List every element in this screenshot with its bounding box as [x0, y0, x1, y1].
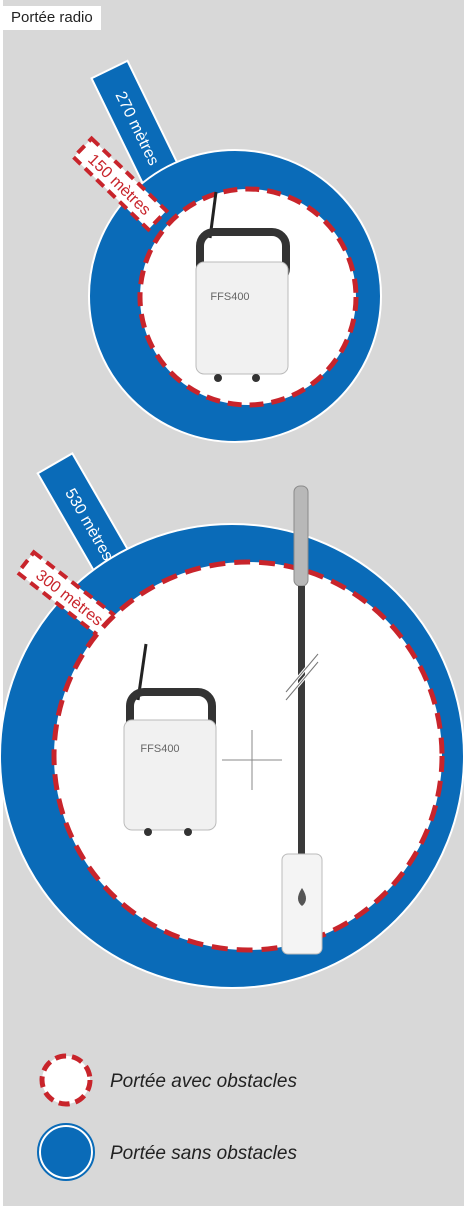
diagram-1: 270 mètres 150 mètres FFS400 — [74, 61, 381, 442]
legend-without-obstacles: Portée sans obstacles — [110, 1143, 297, 1164]
device-2-label: FFS400 — [140, 743, 179, 755]
legend-dashed-circle-icon — [42, 1056, 90, 1104]
legend: Portée avec obstacles Portée sans obstac… — [38, 1056, 297, 1180]
diagram-2: 530 mètres 300 mètres FFS400 — [0, 453, 464, 988]
range-circle-2-inner — [54, 562, 442, 950]
device-1-label: FFS400 — [210, 291, 249, 303]
legend-solid-circle-icon — [40, 1126, 92, 1178]
legend-with-obstacles: Portée avec obstacles — [110, 1071, 297, 1092]
